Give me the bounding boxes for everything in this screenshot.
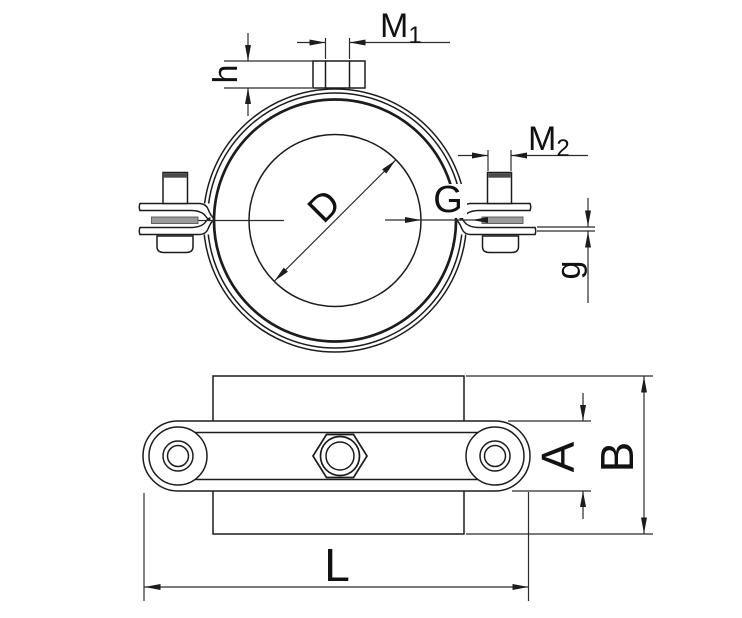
dim-m2: M2 bbox=[458, 120, 588, 171]
left-bolt-cap bbox=[163, 173, 187, 178]
left-bolt-hole bbox=[162, 440, 194, 472]
dim-b: B bbox=[466, 375, 653, 535]
dim-label-a: A bbox=[532, 441, 584, 472]
dim-label-m1: M1 bbox=[380, 7, 422, 49]
right-bolt-nut bbox=[481, 235, 520, 254]
center-hex-nut bbox=[311, 433, 369, 479]
right-bolt-cap bbox=[488, 173, 511, 178]
right-bolt-hole bbox=[479, 440, 511, 472]
dim-d: D bbox=[274, 159, 396, 282]
right-bolt bbox=[481, 171, 524, 254]
dim-label-b: B bbox=[591, 442, 643, 473]
top-connection-nut bbox=[312, 60, 366, 89]
right-bolt-shaft bbox=[481, 216, 524, 224]
clamp-bottom-view: A B L bbox=[142, 375, 653, 601]
dim-label-h: h bbox=[207, 65, 245, 84]
dim-g-upper: G bbox=[385, 179, 488, 223]
dim-a: A bbox=[508, 393, 591, 519]
dim-label-g-lower: g bbox=[550, 261, 588, 280]
strap-embossing bbox=[148, 426, 525, 486]
dim-label-m2: M2 bbox=[528, 120, 570, 162]
left-flange bbox=[138, 202, 215, 236]
left-bolt-nut bbox=[156, 235, 194, 254]
dim-g-lower: g bbox=[537, 198, 595, 303]
dim-label-d: D bbox=[300, 182, 349, 231]
dim-label-l: L bbox=[324, 539, 350, 591]
dim-label-g-upper: G bbox=[433, 179, 463, 221]
clamp-front-view: M1 h M2 D bbox=[125, 7, 595, 353]
left-bolt-shaft bbox=[151, 216, 199, 224]
dim-h: h bbox=[207, 33, 316, 116]
left-bolt bbox=[151, 171, 199, 254]
dim-m1: M1 bbox=[297, 7, 450, 59]
dim-l: L bbox=[143, 492, 530, 601]
